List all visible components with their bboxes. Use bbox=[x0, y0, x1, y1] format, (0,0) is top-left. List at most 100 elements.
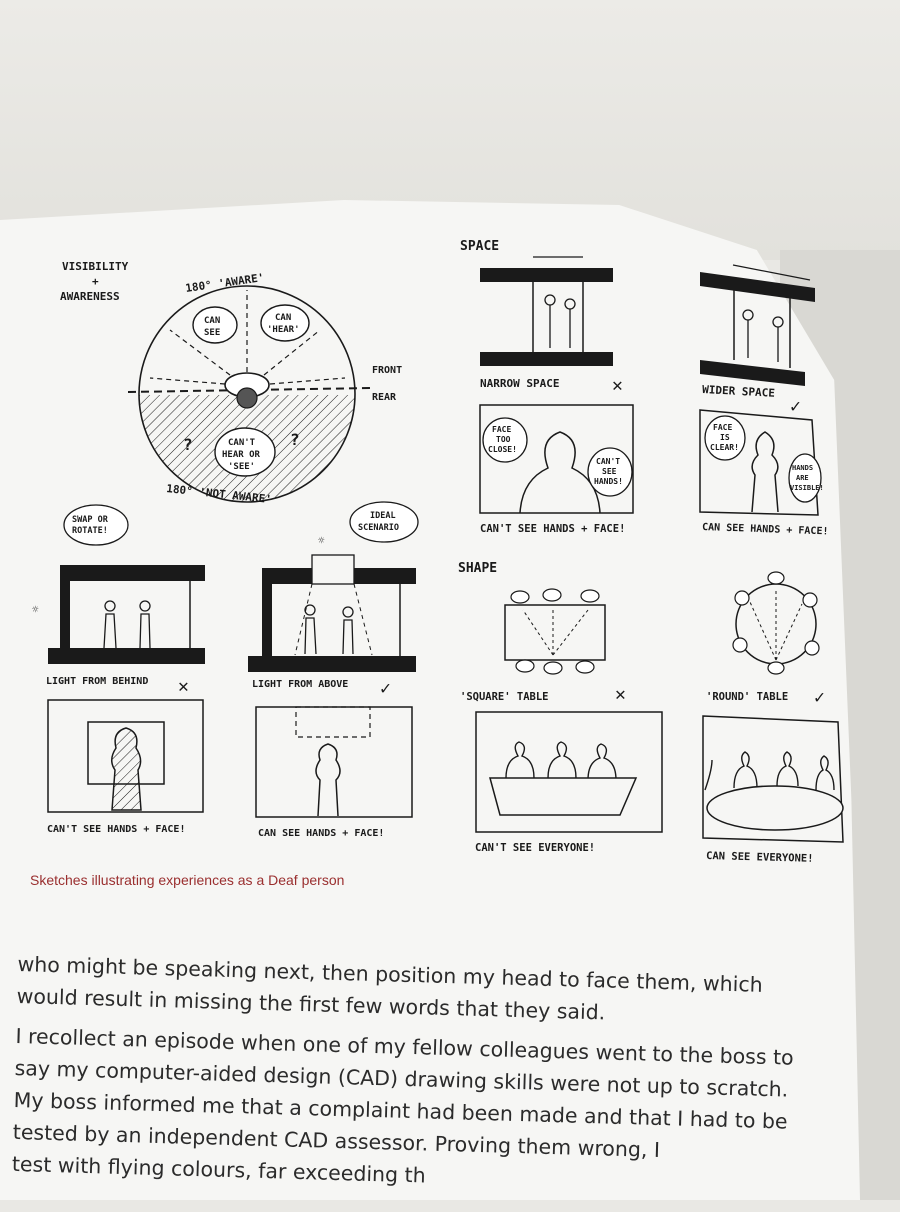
awareness-title: AWARENESS bbox=[60, 290, 120, 303]
behind-ceiling bbox=[60, 565, 205, 581]
distant-person bbox=[751, 431, 779, 513]
behind-figures bbox=[103, 600, 151, 649]
behind-view-frame bbox=[47, 699, 204, 813]
round-view-table bbox=[706, 785, 844, 831]
cant-hear-bubble bbox=[214, 427, 276, 477]
square-table-plan bbox=[504, 604, 606, 661]
cant-see-hands-1: CAN'T bbox=[596, 457, 620, 466]
can-hear-text-2: 'HEAR' bbox=[267, 325, 300, 335]
light-sketches: SWAP OR ROTATE! IDEAL SCENARIO ☼ LIGHT F… bbox=[32, 501, 419, 839]
cant-see-hands-3: HANDS! bbox=[594, 477, 623, 486]
square-view-people bbox=[505, 741, 617, 781]
face-clear-1: FACE bbox=[713, 423, 732, 432]
cant-hear-text-3: 'SEE' bbox=[228, 462, 255, 472]
round-view-people bbox=[704, 751, 835, 791]
face-clear-2: IS bbox=[720, 433, 730, 442]
wider-dimension bbox=[732, 264, 811, 281]
face-too-close-2: TOO bbox=[496, 435, 511, 444]
above-figures bbox=[304, 604, 354, 655]
cant-hear-text-2: HEAR OR bbox=[222, 450, 261, 460]
visibility-awareness-sketch: VISIBILITY + AWARENESS 180° 'AWARE' CAN … bbox=[60, 260, 402, 506]
square-label: 'SQUARE' TABLE bbox=[460, 691, 549, 703]
wider-ceiling bbox=[700, 272, 815, 302]
narrow-cross: ✕ bbox=[612, 375, 623, 396]
square-sightlines bbox=[522, 608, 589, 656]
sun-behind: ☼ bbox=[32, 603, 39, 616]
wider-floor bbox=[700, 360, 805, 386]
shape-heading: SHAPE bbox=[458, 561, 497, 576]
narrow-figures bbox=[544, 294, 576, 348]
wider-view-label: CAN SEE HANDS + FACE! bbox=[702, 522, 829, 537]
space-heading: SPACE bbox=[460, 239, 499, 254]
question-mark-left: ? bbox=[183, 435, 193, 454]
swap-text-2: ROTATE! bbox=[72, 526, 108, 536]
figure-caption: Sketches illustrating experiences as a D… bbox=[30, 872, 345, 888]
sight-arrows bbox=[149, 290, 346, 385]
narrow-view-frame bbox=[479, 404, 634, 514]
sun-above: ☼ bbox=[318, 534, 325, 547]
aware-label: 180° 'AWARE' bbox=[185, 271, 266, 295]
above-view-label: CAN SEE HANDS + FACE! bbox=[258, 828, 384, 839]
behind-floor bbox=[48, 648, 205, 664]
person-head bbox=[236, 387, 258, 409]
square-seats bbox=[510, 588, 600, 675]
can-see-text-2: SEE bbox=[204, 328, 220, 338]
can-see-text-1: CAN bbox=[204, 316, 220, 326]
rear-label: REAR bbox=[372, 392, 397, 403]
round-sightlines bbox=[749, 590, 803, 661]
behind-label: LIGHT FROM BEHIND bbox=[46, 676, 148, 687]
face-too-close-3: CLOSE! bbox=[488, 445, 517, 454]
square-view-table bbox=[489, 777, 638, 816]
square-cross: ✕ bbox=[615, 684, 626, 705]
wider-check: ✓ bbox=[790, 396, 801, 417]
square-view-frame bbox=[475, 711, 663, 833]
above-check: ✓ bbox=[380, 678, 391, 699]
behind-cross: ✕ bbox=[178, 676, 189, 697]
round-check: ✓ bbox=[814, 687, 825, 708]
space-sketches: SPACE NARROW SPACE ✕ WIDER SPACE ✓ FACE … bbox=[460, 239, 829, 537]
can-hear-text-1: CAN bbox=[275, 313, 291, 323]
lit-person bbox=[315, 743, 341, 817]
swap-bubble bbox=[63, 504, 129, 546]
round-view-label: CAN SEE EVERYONE! bbox=[706, 850, 814, 865]
above-label: LIGHT FROM ABOVE bbox=[252, 679, 348, 690]
question-mark-right: ? bbox=[290, 430, 300, 449]
cant-hear-text-1: CAN'T bbox=[228, 438, 256, 448]
wider-space-label: WIDER SPACE bbox=[702, 383, 775, 400]
square-view-label: CAN'T SEE EVERYONE! bbox=[475, 842, 595, 854]
front-label: FRONT bbox=[372, 365, 402, 376]
narrow-floor bbox=[480, 352, 613, 366]
can-see-bubble bbox=[192, 306, 238, 344]
round-label: 'ROUND' TABLE bbox=[706, 691, 788, 703]
ideal-bubble bbox=[349, 501, 419, 543]
narrow-view-label: CAN'T SEE HANDS + FACE! bbox=[480, 523, 625, 535]
narrow-space-label: NARROW SPACE bbox=[480, 377, 559, 390]
wider-view-frame bbox=[699, 409, 819, 516]
hands-visible-1: HANDS bbox=[792, 464, 813, 472]
narrow-ceiling bbox=[480, 268, 613, 282]
skylight bbox=[311, 554, 355, 585]
round-seats bbox=[732, 571, 820, 675]
close-person bbox=[519, 431, 601, 514]
hands-visible-3: VISIBLE! bbox=[790, 484, 824, 492]
ideal-text-2: SCENARIO bbox=[358, 523, 399, 533]
ideal-text-1: IDEAL bbox=[370, 511, 396, 521]
face-too-close-1: FACE bbox=[492, 425, 511, 434]
visibility-title: VISIBILITY bbox=[62, 260, 129, 273]
can-hear-bubble bbox=[260, 304, 310, 342]
shape-sketches: SHAPE 'SQUARE' TABLE ✕ 'ROUND' TABLE ✓ bbox=[458, 561, 844, 865]
above-view-frame bbox=[255, 706, 413, 818]
above-ceiling-left bbox=[262, 568, 312, 584]
body-text: who might be speaking next, then positio… bbox=[11, 948, 877, 1212]
backlit-person bbox=[111, 727, 142, 811]
paragraph-2: I recollect an episode when one of my fe… bbox=[12, 1020, 876, 1204]
above-floor bbox=[248, 656, 416, 672]
cant-see-hands-2: SEE bbox=[602, 467, 617, 476]
plus-sign: + bbox=[92, 275, 99, 288]
behind-view-label: CAN'T SEE HANDS + FACE! bbox=[47, 824, 185, 835]
above-ceiling-right bbox=[354, 568, 416, 584]
sketch-illustrations: VISIBILITY + AWARENESS 180° 'AWARE' CAN … bbox=[32, 239, 844, 865]
wider-figures bbox=[742, 309, 784, 362]
round-view-frame bbox=[702, 715, 844, 843]
face-clear-3: CLEAR! bbox=[710, 443, 739, 452]
